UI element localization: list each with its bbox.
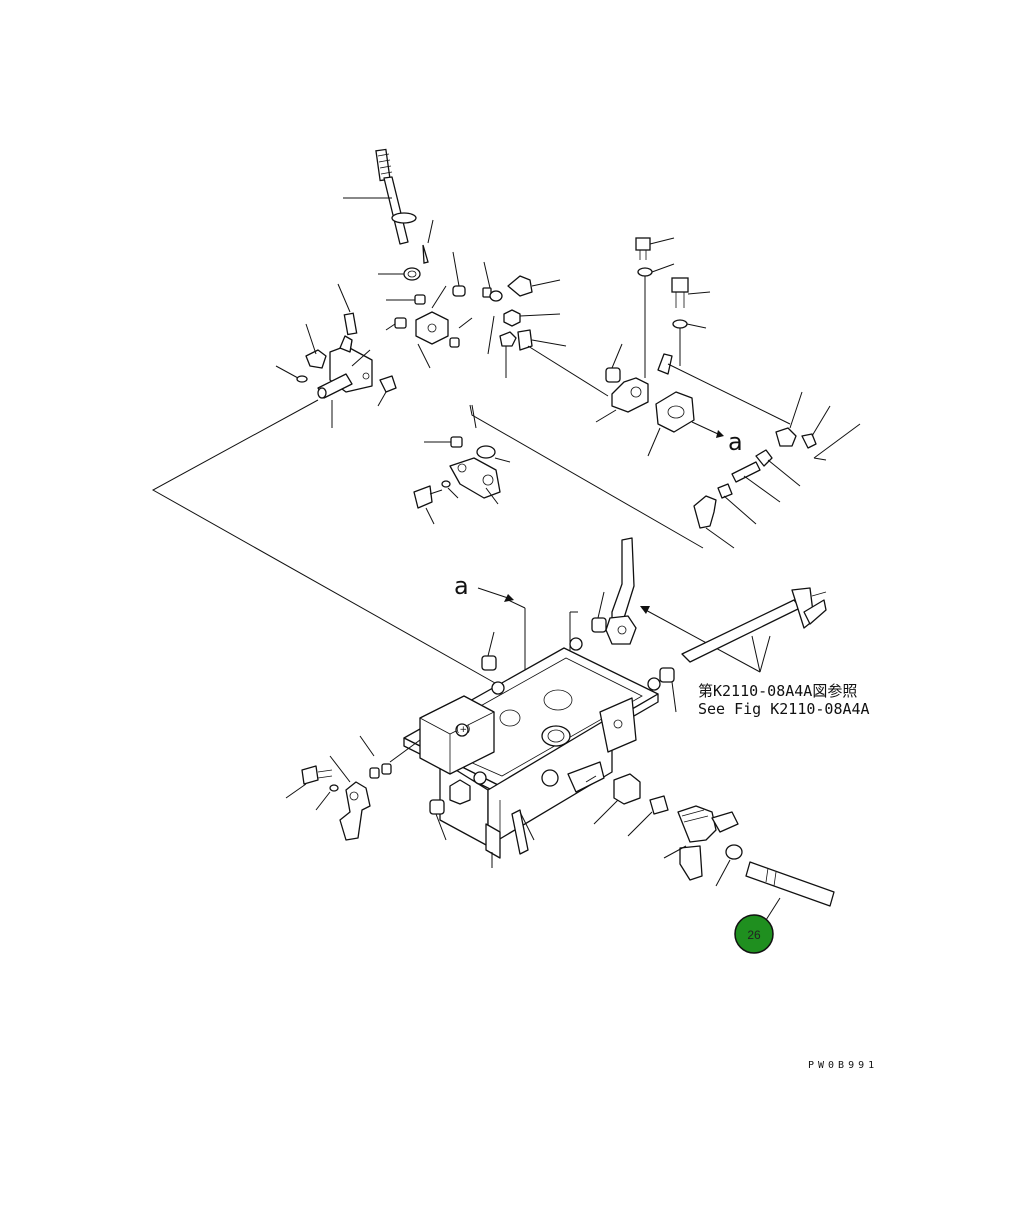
view-label-a-bottom: a (454, 572, 469, 600)
case-bushings (429, 631, 669, 841)
reference-note-en: See Fig K2110-08A4A (698, 700, 870, 718)
view-a-pointer: a (454, 572, 526, 609)
shift-rod: 第K2110-08A4A図参照 See Fig K2110-08A4A (591, 537, 870, 718)
drawing-code: PW0B991 (808, 1060, 878, 1071)
shift-case: (+) (403, 637, 661, 868)
right-lower-parts (663, 805, 835, 921)
right-fittings (693, 391, 861, 549)
lever-small-parts (378, 251, 473, 369)
ball-joint-parts (482, 261, 609, 397)
reference-note-jp: 第K2110-08A4A図参照 (698, 682, 857, 700)
svg-text:(+): (+) (456, 725, 471, 735)
callout-badge-26[interactable]: 26 (734, 914, 774, 954)
view-label-a-top: a (728, 428, 743, 456)
callout-number: 26 (747, 928, 761, 942)
middle-link-parts (413, 436, 511, 525)
shift-lever-rod (343, 148, 434, 264)
left-pivot-assembly (275, 283, 397, 428)
left-lower-parts (285, 735, 421, 841)
upper-right-parts: a (595, 237, 791, 457)
